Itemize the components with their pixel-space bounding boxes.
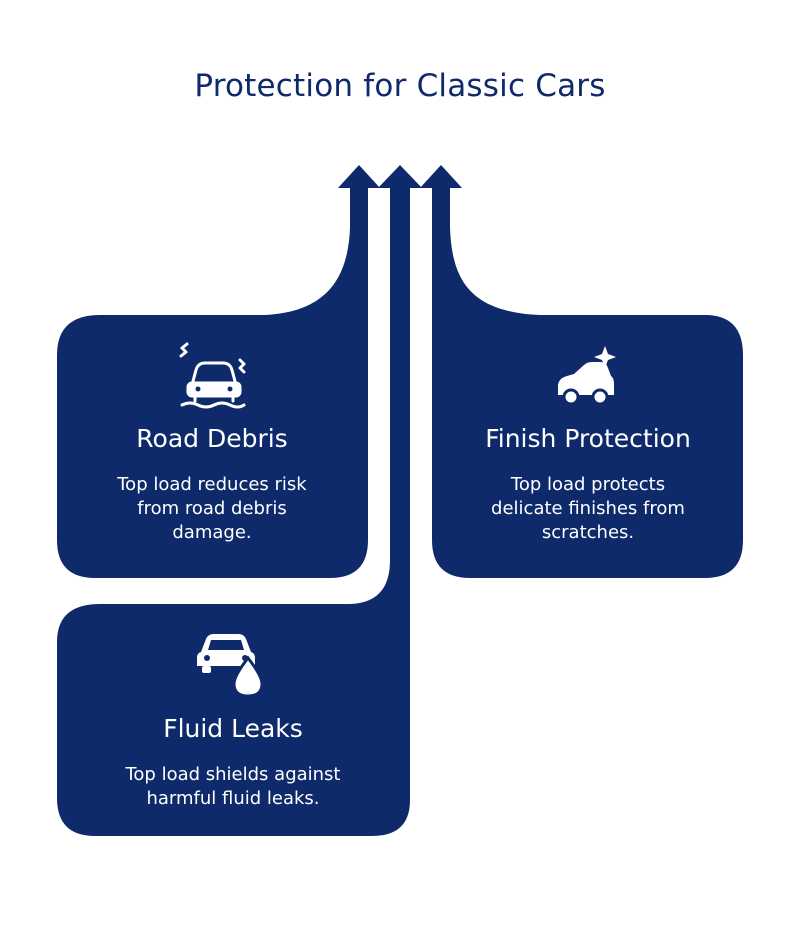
fluid-leaks-title: Fluid Leaks xyxy=(163,714,303,743)
fluid-leaks-desc-line-2: harmful fluid leaks. xyxy=(146,788,320,809)
car-fluid-drop-icon xyxy=(197,634,264,698)
fluid-leaks-desc-line-1: Top load shields against xyxy=(125,764,341,785)
road-debris-desc-line-1: Top load reduces risk xyxy=(117,474,307,495)
road-debris-desc-line-2: from road debris xyxy=(137,498,287,519)
road-debris-desc-line-3: damage. xyxy=(172,522,252,543)
car-skidding-icon xyxy=(179,342,246,409)
finish-protection-desc-line-2: delicate finishes from xyxy=(491,498,685,519)
finish-protection-title: Finish Protection xyxy=(485,424,691,453)
finish-protection-desc-line-3: scratches. xyxy=(541,522,635,543)
finish-protection-description: Top load protects delicate finishes from… xyxy=(433,473,743,545)
diagram-title: Protection for Classic Cars xyxy=(194,68,606,104)
car-sparkle-icon xyxy=(558,346,616,406)
fluid-leaks-description: Top load shields against harmful fluid l… xyxy=(57,763,409,811)
fluid-leaks-text: Fluid Leaks Top load shields against har… xyxy=(57,714,409,811)
fluid-leaks-card xyxy=(57,165,422,836)
road-debris-text: Road Debris Top load reduces risk from r… xyxy=(57,424,367,545)
road-debris-card xyxy=(57,165,380,578)
finish-protection-text: Finish Protection Top load protects deli… xyxy=(433,424,743,545)
road-debris-description: Top load reduces risk from road debris d… xyxy=(57,473,367,545)
road-debris-title: Road Debris xyxy=(136,424,288,453)
finish-protection-desc-line-1: Top load protects xyxy=(510,474,666,495)
